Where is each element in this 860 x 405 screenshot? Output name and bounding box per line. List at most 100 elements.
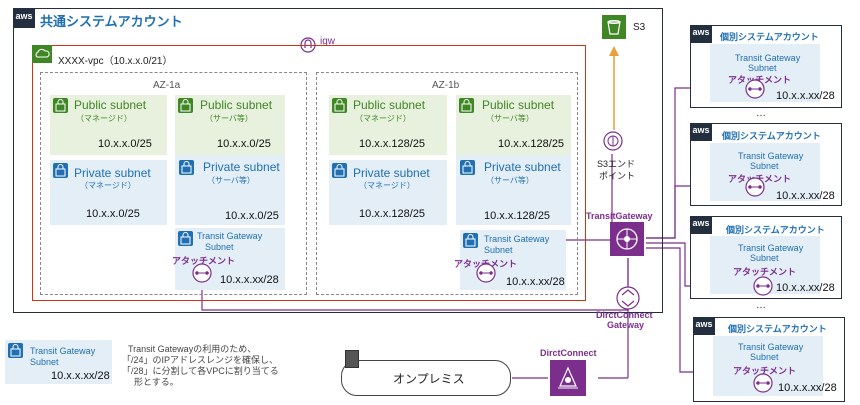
aws-logo: aws	[690, 123, 712, 141]
subnet-public-server-1b: Public subnet （サーバ等） 10.x.x.128/25	[456, 95, 571, 155]
subnet-note: （マネージド）	[359, 181, 415, 190]
attachment-icon	[744, 78, 766, 105]
subnet-cidr: 10.x.x.128/25	[359, 208, 426, 220]
account-tgw-subnet-1	[710, 44, 820, 102]
aws-logo: aws	[13, 8, 35, 28]
account-title-2: 個別システムアカウント	[722, 131, 821, 141]
subnet-private-managed-1a: Private subnet （マネージド） 10.x.x.0/25	[50, 160, 167, 225]
lock-icon	[53, 98, 68, 113]
tgw-subnet-title-1: Transit Gateway	[484, 234, 550, 244]
vpc-label: XXXX-vpc（10.x.x.0/21）	[58, 56, 173, 67]
aws-logo: aws	[690, 216, 712, 234]
account-tgw-4a: Transit Gateway	[738, 342, 804, 352]
s3-endpoint-icon	[603, 131, 623, 156]
s3-endpoint-label-2: ポイント	[599, 171, 636, 181]
tgw-subnet-1b: Transit Gateway Subnet 10.x.x.xx/28	[460, 230, 566, 290]
transit-gateway-label: TransitGateway	[586, 211, 653, 221]
aws-logo: aws	[693, 317, 715, 335]
transit-gateway-icon	[610, 222, 644, 256]
subnet-title: Private subnet	[484, 160, 561, 174]
subnet-title: Private subnet	[203, 160, 280, 174]
vpc-icon	[32, 45, 52, 63]
lock-icon	[8, 343, 23, 358]
subnet-cidr: 10.x.x.0/25	[225, 210, 279, 222]
account-tgw-1b: Subnet	[748, 63, 777, 73]
tgw-subnet-1a: Transit Gateway Subnet 10.x.x.xx/28	[175, 228, 285, 290]
lock-icon	[463, 233, 478, 248]
lock-icon	[332, 163, 347, 178]
direct-connect-gateway-label-1: DirctConnect	[596, 310, 653, 320]
direct-connect-label: DirctConnect	[540, 348, 597, 358]
legend-note-4: 形とする。	[134, 377, 179, 387]
subnet-public-managed-1b: Public subnet （マネージド） 10.x.x.128/25	[329, 95, 447, 155]
onprem-box	[341, 360, 511, 396]
account-cidr-3: 10.x.x.xx/28	[776, 282, 835, 294]
account-tgw-4b: Subnet	[750, 352, 779, 362]
main-account-box	[13, 8, 663, 313]
direct-connect-gateway-icon	[616, 286, 640, 315]
account-tgw-3b: Subnet	[750, 253, 779, 263]
account-cidr-1: 10.x.x.xx/28	[776, 90, 835, 102]
vpc-box	[32, 45, 586, 301]
attachment-icon	[744, 176, 766, 203]
subnet-private-server-1a: Private subnet （サーバ等） 10.x.x.0/25	[175, 155, 285, 225]
tgw-subnet-cidr: 10.x.x.xx/28	[220, 274, 279, 286]
legend-note-2: 「/24」のIPアドレスレンジを確保し、	[122, 355, 279, 365]
ellipsis: …	[756, 108, 766, 119]
az-1b-label: AZ-1b	[432, 80, 460, 91]
legend-title-2: Subnet	[30, 357, 59, 367]
subnet-title: Public subnet	[353, 98, 426, 112]
subnet-cidr: 10.x.x.128/25	[359, 138, 426, 150]
direct-connect-icon	[550, 360, 586, 396]
onprem-label: オンプレミス	[393, 372, 465, 386]
subnet-cidr: 10.x.x.128/25	[498, 138, 565, 150]
subnet-note: （マネージド）	[355, 114, 411, 123]
account-cidr-4: 10.x.x.xx/28	[778, 382, 837, 394]
account-title-4: 個別システムアカウント	[728, 324, 827, 334]
subnet-title: Public subnet	[200, 98, 273, 112]
az-1b-box	[316, 72, 578, 295]
account-cidr-2: 10.x.x.xx/28	[776, 190, 835, 202]
tgw-subnet-title-1: Transit Gateway	[197, 231, 263, 241]
lock-icon	[332, 98, 347, 113]
subnet-cidr: 10.x.x.0/25	[86, 208, 140, 220]
ellipsis: …	[756, 300, 766, 311]
az-1a-box	[40, 72, 307, 295]
subnet-title: Private subnet	[74, 166, 151, 180]
attachment-icon	[752, 275, 774, 302]
subnet-note: （マネージド）	[76, 114, 132, 123]
aws-logo: aws	[690, 25, 712, 43]
account-attach-4: アタッチメント	[733, 366, 797, 376]
subnet-public-managed-1a: Public subnet （マネージド） 10.x.x.0/25	[50, 95, 167, 155]
tgw-subnet-title-2: Subnet	[484, 245, 513, 255]
igw-label: igw	[320, 36, 336, 47]
subnet-cidr: 10.x.x.0/25	[217, 138, 271, 150]
subnet-note: （サーバ等）	[486, 114, 534, 123]
main-account-title: 共通システムアカウント	[40, 14, 183, 29]
lock-icon	[179, 160, 194, 175]
lock-icon	[459, 98, 474, 113]
attachment-icon	[752, 372, 774, 399]
legend-cidr: 10.x.x.xx/28	[51, 370, 110, 382]
account-tgw-2b: Subnet	[750, 161, 779, 171]
subnet-title: Public subnet	[74, 98, 147, 112]
attachment-icon-1b	[475, 262, 497, 289]
account-tgw-1a: Transit Gateway	[735, 53, 801, 63]
legend-title-1: Transit Gateway	[30, 346, 96, 356]
subnet-title: Public subnet	[482, 98, 555, 112]
lock-icon	[53, 163, 68, 178]
account-title-3: 個別システムアカウント	[726, 225, 825, 235]
account-attach-1: アタッチメント	[728, 75, 792, 85]
account-tgw-3a: Transit Gateway	[738, 243, 804, 253]
subnet-private-server-1b: Private subnet （サーバ等） 10.x.x.128/25	[456, 155, 571, 225]
attachment-icon-1a	[191, 262, 213, 289]
lock-icon	[460, 160, 475, 175]
subnet-cidr: 10.x.x.0/25	[98, 138, 152, 150]
legend-note-1: Transit Gatewayの利用のため、	[128, 344, 257, 354]
lock-icon	[178, 231, 193, 246]
subnet-title: Private subnet	[353, 166, 430, 180]
attachment-label-1a: アタッチメント	[172, 256, 236, 266]
s3-bucket-icon	[602, 15, 626, 39]
legend-note-3: 「/28」に分割して各VPCに割り当てる	[122, 366, 279, 376]
subnet-note: （マネージド）	[80, 181, 136, 190]
